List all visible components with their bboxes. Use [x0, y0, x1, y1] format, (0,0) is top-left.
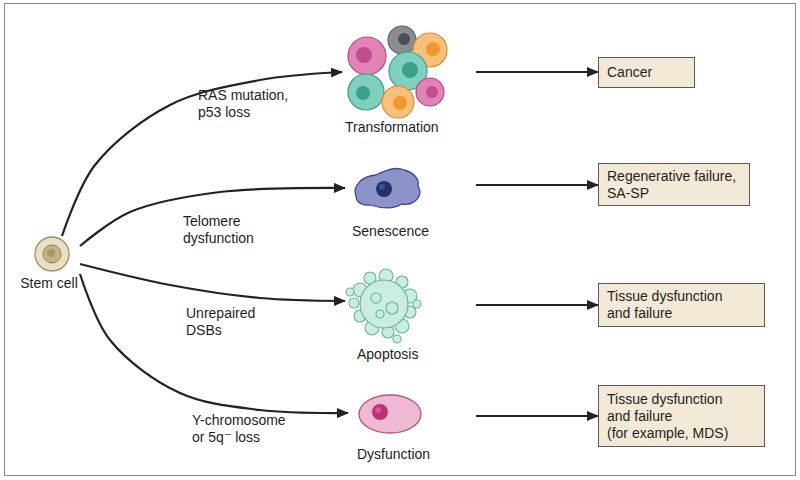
outcome-text: Tissue dysfunction and failure — [607, 288, 737, 322]
tumour-cell — [382, 86, 414, 118]
outcome-text: Regenerative failure, SA-SP — [607, 168, 743, 202]
edge-label: Telomere dysfunction — [183, 213, 263, 247]
straight-arrow — [476, 71, 598, 73]
senescent-cell-nucleolus — [379, 184, 385, 190]
stem-cell: Stem cell — [18, 236, 80, 292]
outcome-box: Tissue dysfunction and failure — [598, 283, 765, 327]
senescent-cell: Senescence — [345, 165, 476, 240]
curved-arrow — [80, 188, 345, 246]
outcome-text: (for example, MDS) — [607, 425, 728, 442]
apoptotic-cell-body — [360, 280, 408, 328]
tumour-nucleus — [356, 47, 372, 63]
apoptotic-bleb — [413, 300, 421, 308]
apoptotic-vesicle — [386, 302, 398, 314]
tumour-cell — [416, 78, 444, 106]
dysfunctional-cell-body — [359, 395, 421, 433]
cell-label: Senescence — [352, 223, 429, 240]
stem-cell-nucleolus — [47, 249, 55, 257]
curved-arrow — [80, 274, 348, 413]
apoptotic-vesicle — [376, 310, 384, 318]
edge-label: Unrepaired DSBs — [186, 305, 266, 339]
apoptotic-cell: Apoptosis — [345, 270, 476, 363]
stem-cell-body — [35, 237, 69, 271]
outcome-box: Cancer — [598, 57, 695, 88]
tumour-cell — [348, 74, 384, 110]
senescent-cell-body — [355, 168, 420, 208]
dysfunctional-cell-nucleus — [372, 404, 388, 420]
outcome-text: Cancer — [607, 64, 652, 81]
straight-arrow — [476, 304, 598, 306]
outcome-box: Tissue dysfunction and failure(for examp… — [598, 385, 765, 447]
curved-arrow — [80, 264, 345, 301]
edge-label: RAS mutation, p53 loss — [198, 87, 298, 121]
stem-cell-nucleus — [43, 245, 61, 263]
apoptotic-bleb — [349, 298, 359, 308]
curved-arrow — [62, 72, 342, 236]
apoptotic-vesicle — [371, 293, 381, 303]
tumour-nucleus — [393, 96, 407, 110]
outer-frame — [5, 4, 796, 476]
tumour-nucleus — [398, 33, 410, 45]
cell-label: Transformation — [345, 119, 439, 136]
senescent-cell-nucleus — [376, 181, 392, 197]
straight-arrow — [476, 184, 598, 186]
dysfunctional-cell: Dysfunction — [348, 392, 476, 463]
outcome-box: Regenerative failure, SA-SP — [598, 163, 750, 206]
cell-label: Stem cell — [20, 275, 78, 292]
tumour-cell — [348, 37, 386, 75]
apoptotic-bleb — [393, 335, 401, 343]
apoptotic-bleb — [346, 288, 354, 296]
edge-label: Y-chromosome or 5q⁻ loss — [192, 412, 292, 446]
straight-arrow — [476, 415, 598, 417]
outcome-text: Tissue dysfunction and failure — [607, 391, 737, 425]
tumour-nucleus — [402, 62, 418, 78]
tumour-cell — [388, 26, 416, 54]
tumour-nucleus — [426, 86, 438, 98]
transformed-cells: Transformation — [342, 28, 476, 136]
cell-label: Dysfunction — [357, 446, 430, 463]
tumour-nucleus — [426, 42, 440, 56]
tumour-nucleus — [356, 86, 370, 100]
cell-label: Apoptosis — [357, 346, 418, 363]
dysfunctional-cell-nucleolus — [375, 407, 381, 413]
